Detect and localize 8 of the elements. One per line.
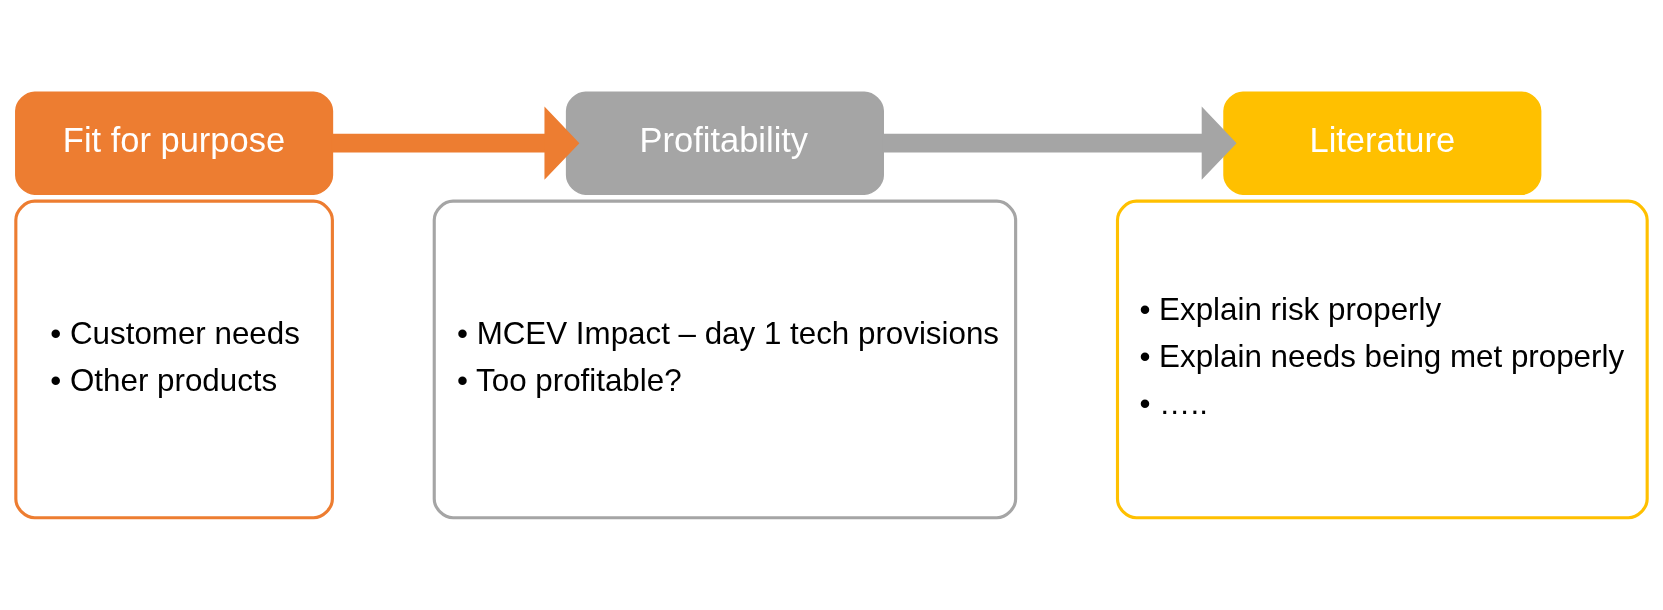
node-box: Literature [1223, 91, 1542, 195]
node-box: • Customer needs • Other products [14, 199, 334, 520]
node-box: • MCEV Impact – day 1 tech provisions • Too profitable? [432, 199, 1018, 520]
node-box: • Explain risk properly • Explain needs being met properly • ….. [1115, 199, 1649, 520]
node-box: Fit for purpose [15, 91, 334, 195]
arrow [883, 106, 1237, 180]
node-box: Profitability [565, 91, 884, 195]
arrow [332, 106, 580, 180]
